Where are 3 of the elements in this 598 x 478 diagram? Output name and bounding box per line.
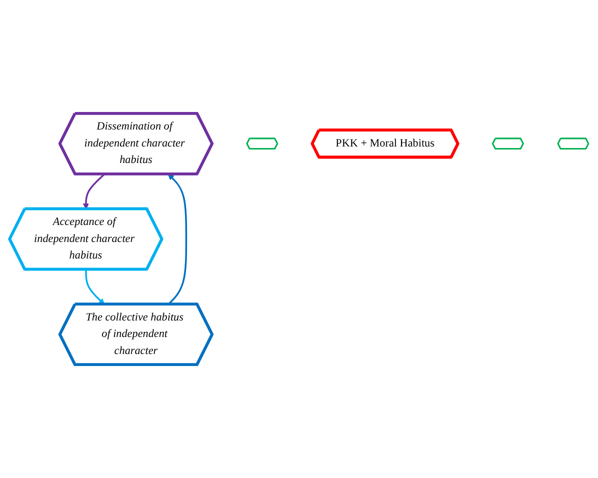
arrow	[82, 174, 105, 210]
arrow	[85, 270, 105, 305]
arrow	[168, 174, 188, 306]
